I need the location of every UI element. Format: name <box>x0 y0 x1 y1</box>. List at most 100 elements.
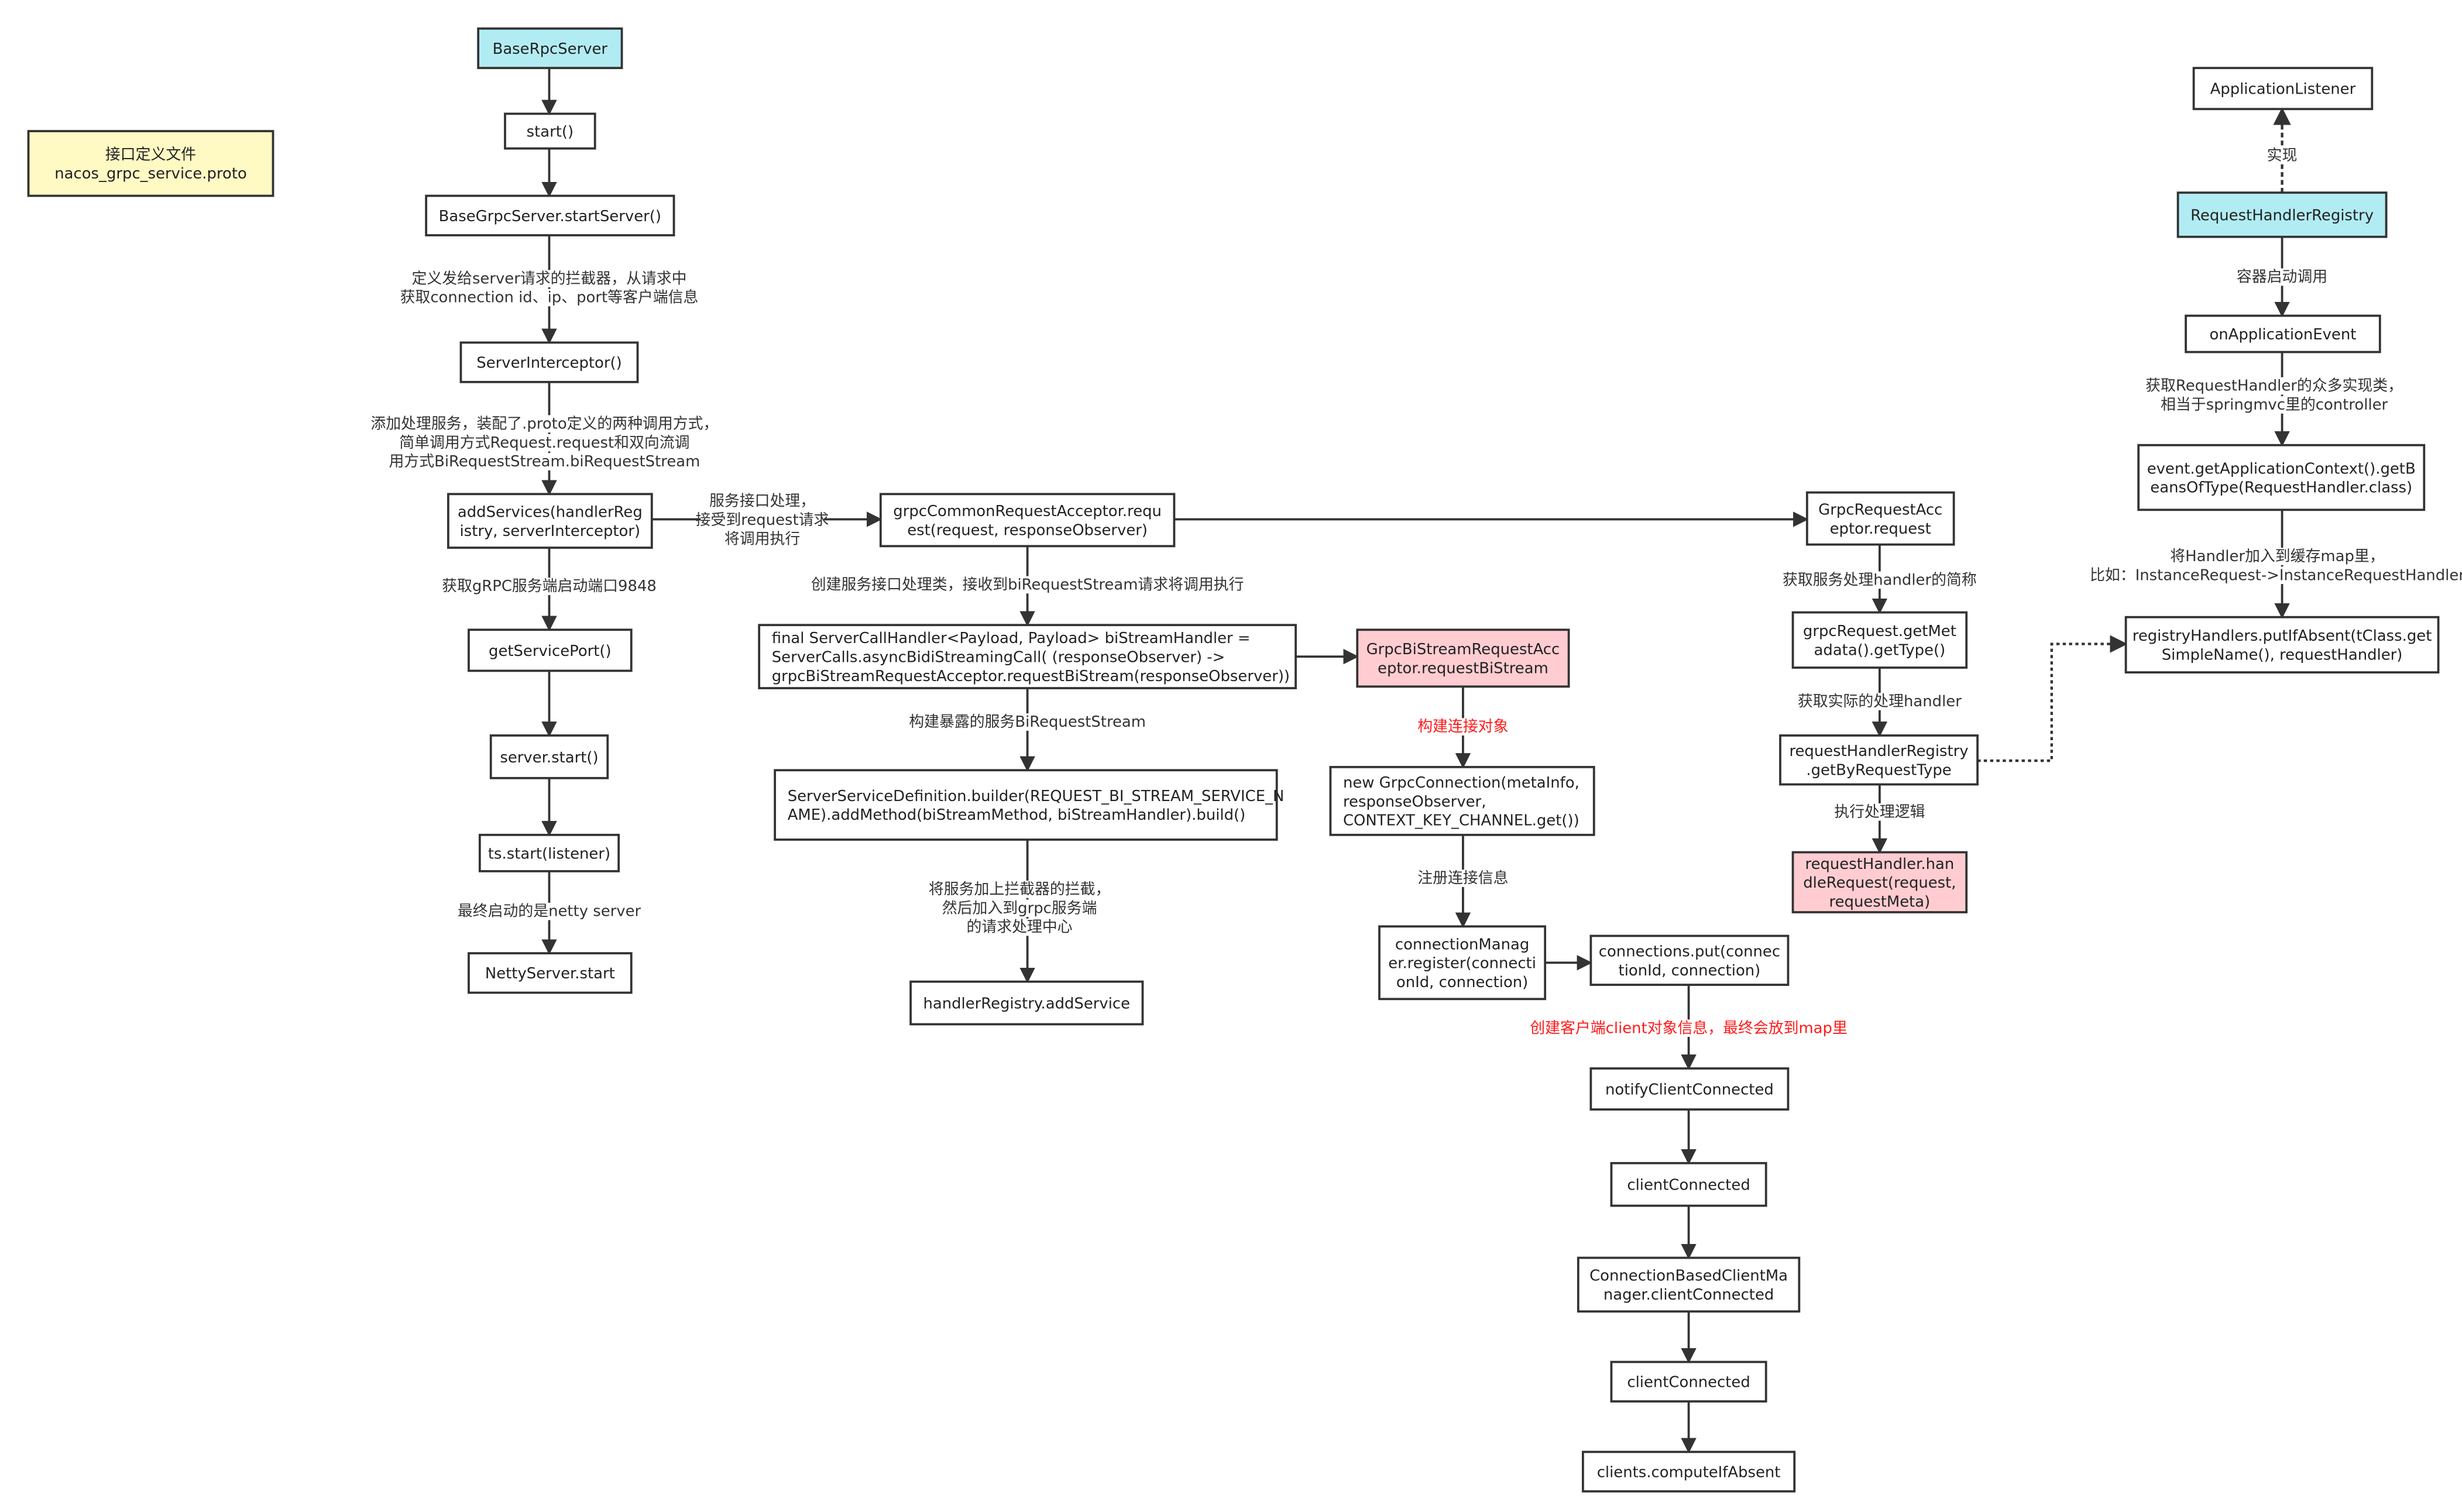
node-server-call-handler[interactable]: final ServerCallHandler<Payload, Payload… <box>758 624 1297 689</box>
node-start-server[interactable]: BaseGrpcServer.startServer() <box>425 194 675 236</box>
label-background <box>456 902 642 920</box>
node-box <box>1589 934 1790 986</box>
node-netty-start[interactable]: NettyServer.start <box>468 952 633 994</box>
edge-label-interceptor-note: 获取connection id、ip、port等客户端信息 <box>400 289 699 307</box>
node-text: eptor.request <box>1830 520 1931 538</box>
label-background <box>1432 870 1494 887</box>
node-get-service-port[interactable]: getServicePort() <box>468 628 633 672</box>
label-background <box>2272 147 2293 164</box>
edge-label-add-services-note: 简单调用方式Request.request和双向流调 <box>399 434 689 452</box>
node-ts-start[interactable]: ts.start(listener) <box>478 833 620 872</box>
node-text: ts.start(listener) <box>488 845 610 862</box>
node-server-start[interactable]: server.start() <box>489 734 609 779</box>
node-text: nager.clientConnected <box>1603 1286 1774 1304</box>
edge-label-request-note: 将调用执行 <box>724 530 800 548</box>
label-background <box>847 576 1207 594</box>
edges <box>541 68 2291 1453</box>
node-notify-client-connected[interactable]: notifyClientConnected <box>1589 1067 1790 1111</box>
node-put-if-absent[interactable]: registryHandlers.putIfAbsent(tClass.getS… <box>2124 616 2440 673</box>
node-bi-stream-acceptor[interactable]: GrpcBiStreamRequestAcceptor.requestBiStr… <box>1356 628 1570 688</box>
label-background <box>1849 803 1911 821</box>
node-conn-register[interactable]: connectionManager.register(connectionId,… <box>1378 925 1547 1001</box>
label-background <box>2156 377 2392 395</box>
node-text: grpcBiStreamRequestAcceptor.requestBiStr… <box>772 668 1290 685</box>
node-text: requestHandler.han <box>1805 855 1955 873</box>
node-request-handler-registry[interactable]: RequestHandlerRegistry <box>2176 191 2388 238</box>
node-handle-request[interactable]: requestHandler.handleRequest(request,req… <box>1791 851 1968 913</box>
edge-label-register-conn-note: 注册连接信息 <box>1417 870 1508 887</box>
edge-label-handler-class-note: 创建服务接口处理类，接收到biRequestStream请求将调用执行 <box>811 576 1244 593</box>
node-client-connected1[interactable]: clientConnected <box>1610 1162 1767 1207</box>
node-text: GrpcRequestAcc <box>1818 501 1942 518</box>
node-add-services[interactable]: addServices(handlerRegistry, serverInter… <box>447 493 653 549</box>
node-grpc-common[interactable]: grpcCommonRequestAcceptor.request(reques… <box>879 493 1176 548</box>
node-compute-if-absent[interactable]: clients.computeIfAbsent <box>1581 1451 1796 1493</box>
node-text: dleRequest(request, <box>1803 874 1956 892</box>
node-text: addServices(handlerReg <box>458 503 643 521</box>
edge-label-cache-note: 将Handler加入到缓存map里， <box>2170 548 2384 565</box>
node-box <box>1791 851 1968 913</box>
node-start[interactable]: start() <box>504 112 596 150</box>
node-text: connections.put(connec <box>1599 943 1780 960</box>
label-background <box>1560 1019 1817 1037</box>
node-text: ConnectionBasedClientMa <box>1589 1267 1788 1285</box>
label-background <box>701 511 824 529</box>
node-box <box>1791 611 1968 669</box>
node-get-beans-of-type[interactable]: event.getApplicationContext().getBeansOf… <box>2137 444 2426 511</box>
node-server-interceptor[interactable]: ServerInterceptor() <box>459 341 639 383</box>
node-text: ServerCalls.asyncBidiStreamingCall( (res… <box>772 649 1225 666</box>
node-text: er.register(connecti <box>1388 955 1536 973</box>
node-text: nacos_grpc_service.proto <box>54 165 247 183</box>
label-background <box>2185 548 2370 565</box>
node-text: ApplicationListener <box>2210 81 2356 98</box>
edge-label-request-note: 服务接口处理， <box>709 493 815 510</box>
edge-label-implement-note: 实现 <box>2267 147 2298 164</box>
node-box <box>27 130 274 197</box>
label-background <box>983 918 1056 936</box>
node-on-application-event[interactable]: onApplicationEvent <box>2185 314 2381 353</box>
node-text: eansOfType(RequestHandler.class) <box>2150 479 2412 497</box>
node-application-listener[interactable]: ApplicationListener <box>2192 67 2374 111</box>
node-conn-based-client-manager[interactable]: ConnectionBasedClientManager.clientConne… <box>1577 1256 1801 1313</box>
node-get-by-request-type[interactable]: requestHandlerRegistry.getByRequestType <box>1779 734 1979 786</box>
node-grpc-request-acceptor[interactable]: GrpcRequestAcc eptor.request <box>1805 491 1955 546</box>
node-add-service[interactable]: handlerRegistry.addService <box>909 980 1144 1026</box>
node-text: handlerRegistry.addService <box>923 995 1130 1012</box>
node-service-definition[interactable]: ServerServiceDefinition.builder(REQUEST_… <box>774 769 1284 841</box>
node-box <box>1610 1162 1767 1207</box>
node-client-connected2[interactable]: clientConnected <box>1610 1360 1767 1403</box>
node-box <box>1581 1451 1796 1493</box>
node-text: onId, connection) <box>1396 974 1528 991</box>
edge-label-expose-note: 构建暴露的服务BiRequestStream <box>909 713 1146 731</box>
node-text: registryHandlers.putIfAbsent(tClass.get <box>2133 627 2432 645</box>
label-background <box>957 881 1081 898</box>
edge-label-add-services-note: 用方式BiRequestStream.biRequestStream <box>389 453 700 470</box>
node-box <box>1329 765 1595 836</box>
node-box <box>1378 925 1547 1001</box>
node-text: getServicePort() <box>489 642 612 660</box>
label-background <box>914 713 1141 731</box>
node-text: start() <box>527 123 574 141</box>
label-background <box>2251 268 2313 286</box>
node-text: clientConnected <box>1627 1177 1750 1194</box>
label-background <box>400 288 698 307</box>
label-background <box>1808 693 1952 710</box>
node-box <box>1356 628 1570 688</box>
label-background <box>1797 571 1962 589</box>
node-box <box>1589 1067 1790 1111</box>
edge-label-intercept-note: 的请求处理中心 <box>967 919 1073 936</box>
node-base-rpc-server[interactable]: BaseRpcServer <box>477 27 623 70</box>
label-background <box>2062 566 2462 585</box>
node-text: final ServerCallHandler<Payload, Payload… <box>772 630 1251 647</box>
node-text: GrpcBiStreamRequestAcc <box>1366 641 1560 658</box>
node-text: grpcRequest.getMet <box>1803 623 1956 640</box>
node-box <box>468 628 633 672</box>
node-new-grpc-connection[interactable]: new GrpcConnection(metaInfo,responseObse… <box>1329 765 1595 836</box>
label-background <box>370 453 719 470</box>
